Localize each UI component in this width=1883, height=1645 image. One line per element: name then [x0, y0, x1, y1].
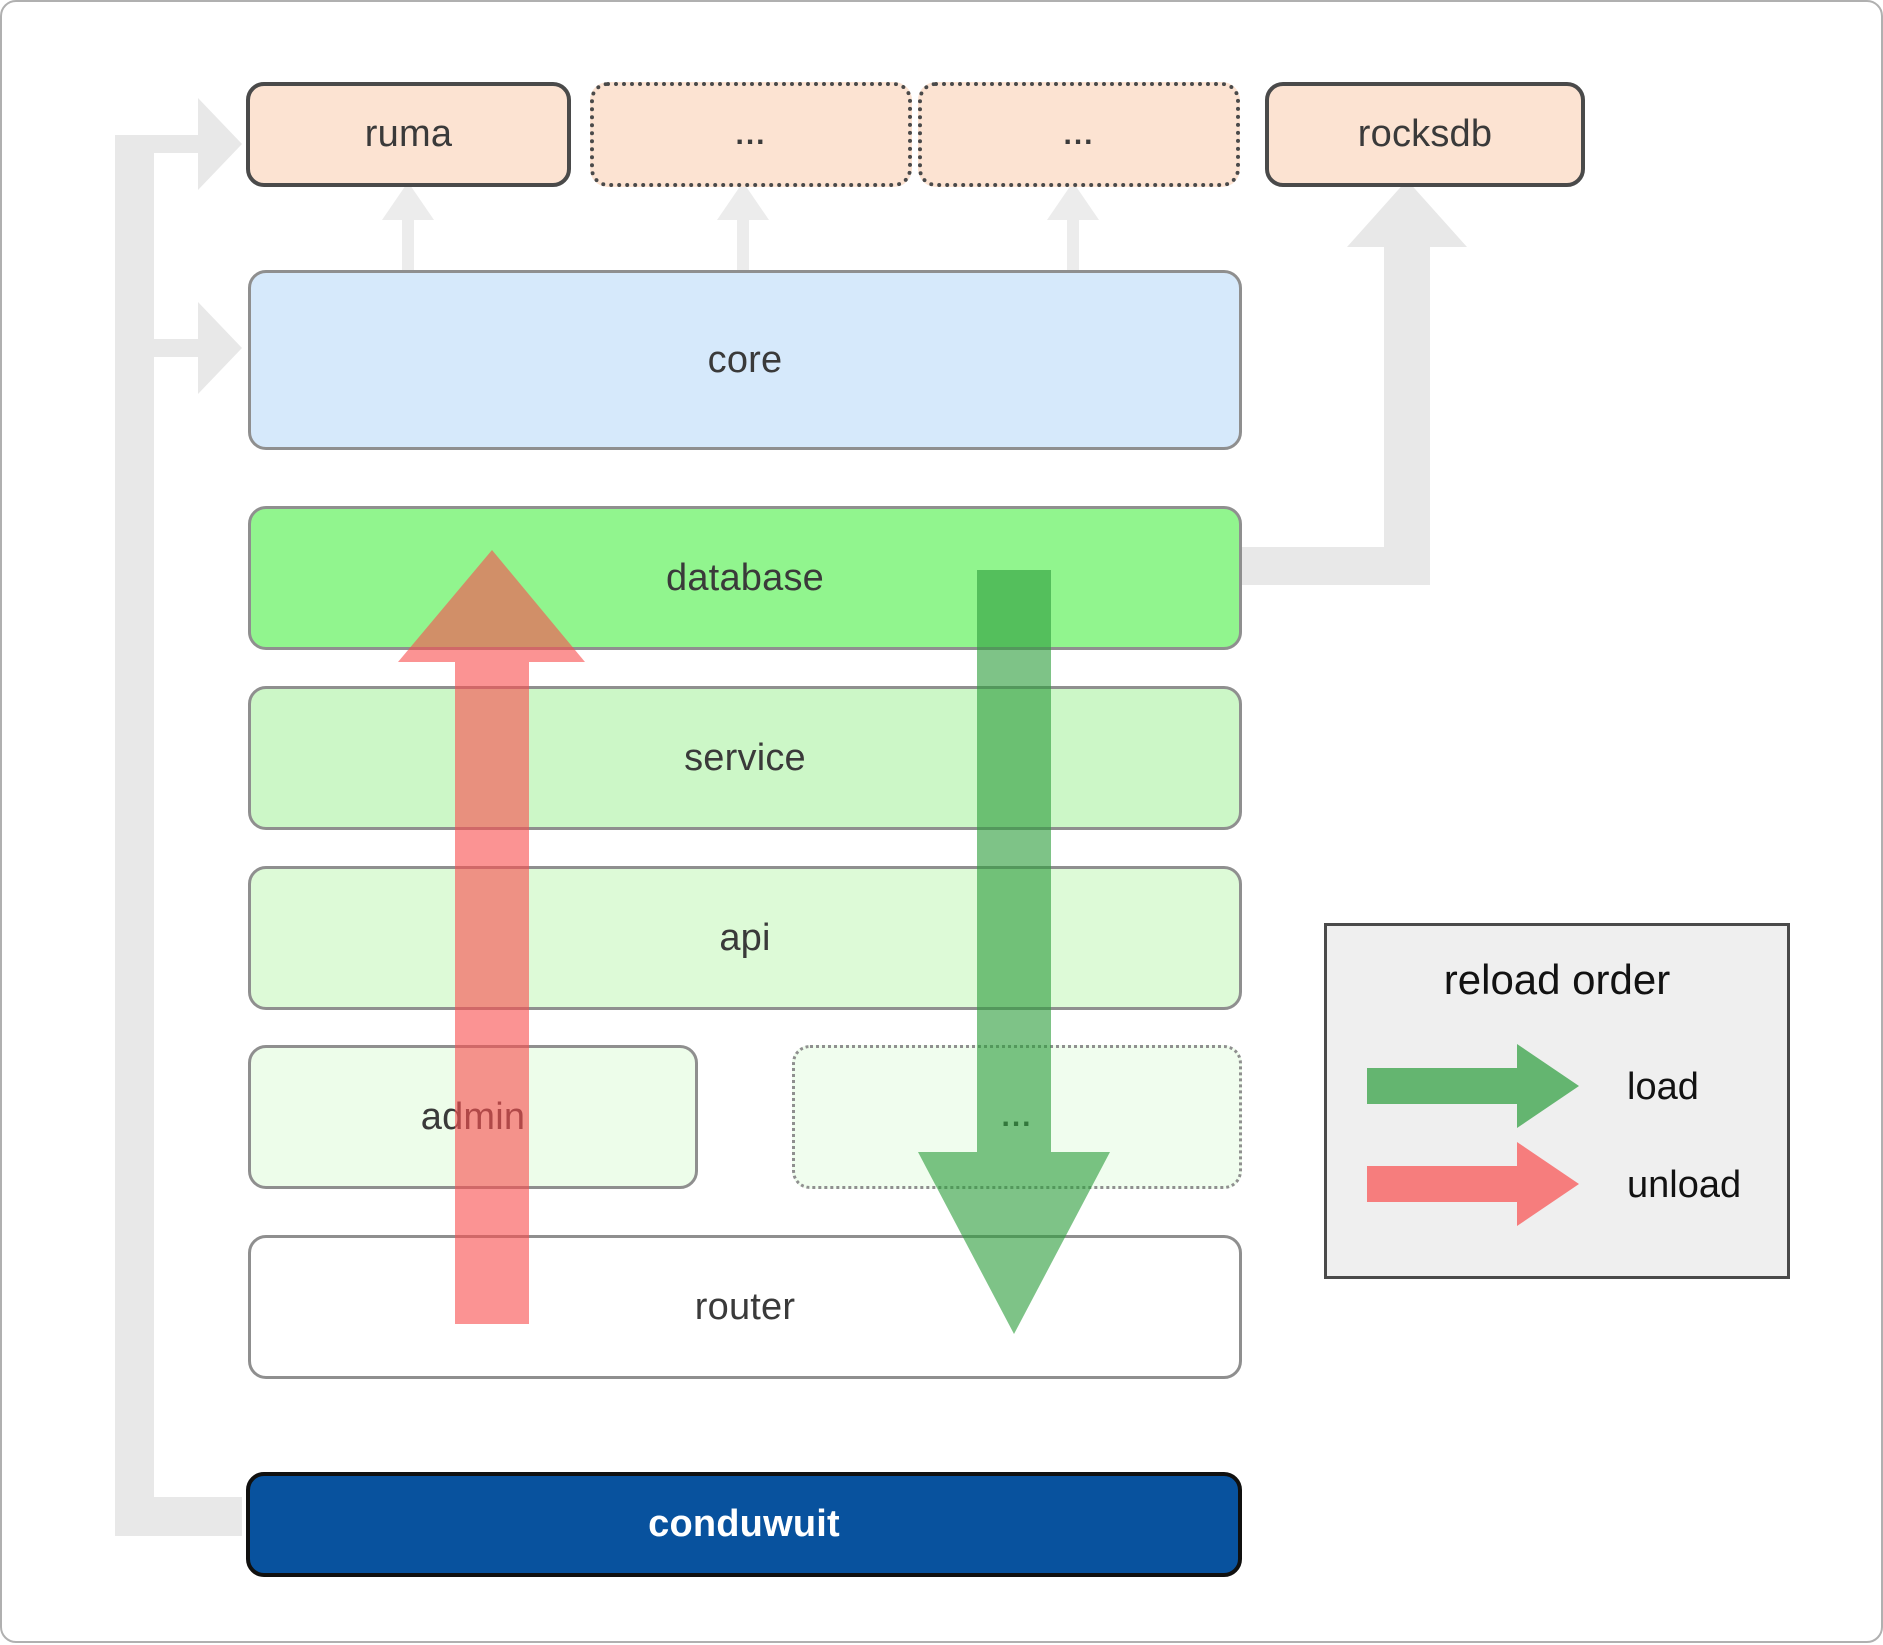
- unload-arrow-icon: [1367, 1142, 1579, 1226]
- crate-service-label: service: [684, 736, 806, 779]
- dependency-ruma[interactable]: ruma: [246, 82, 571, 187]
- legend-title: reload order: [1443, 956, 1671, 1003]
- legend-label-load: load: [1627, 1066, 1699, 1108]
- root-binary-conduwuit[interactable]: conduwuit: [246, 1472, 1242, 1577]
- crate-placeholder-label: ...: [1001, 1100, 1033, 1133]
- crate-api[interactable]: api: [248, 866, 1242, 1010]
- dependency-ruma-label: ruma: [364, 113, 453, 155]
- crate-core[interactable]: core: [248, 270, 1242, 450]
- dependency-rocksdb-label: rocksdb: [1357, 113, 1493, 155]
- crate-service[interactable]: service: [248, 686, 1242, 830]
- crate-admin[interactable]: admin: [248, 1045, 698, 1189]
- dependency-placeholder-2-label: ...: [1063, 117, 1095, 151]
- crate-placeholder[interactable]: ...: [792, 1045, 1242, 1189]
- legend-label-unload: unload: [1627, 1164, 1742, 1206]
- dependency-placeholder-1-label: ...: [735, 117, 767, 151]
- crate-api-label: api: [719, 916, 771, 959]
- root-dependency-connector: [115, 98, 242, 1536]
- crate-router[interactable]: router: [248, 1235, 1242, 1379]
- database-rocksdb-connector: [1242, 180, 1467, 585]
- dependency-placeholder-1[interactable]: ...: [590, 82, 912, 187]
- root-binary-label: conduwuit: [648, 1503, 840, 1545]
- dependency-placeholder-2[interactable]: ...: [918, 82, 1240, 187]
- crate-database[interactable]: database: [248, 506, 1242, 650]
- legend-arrow-icons: [1367, 1044, 1579, 1226]
- load-arrow-icon: [1367, 1044, 1579, 1128]
- crate-router-label: router: [694, 1285, 796, 1328]
- legend-panel: reload order load unload: [1324, 923, 1790, 1279]
- crate-admin-label: admin: [420, 1095, 526, 1138]
- crate-database-label: database: [666, 556, 824, 599]
- core-dependency-arrows: [382, 182, 1099, 270]
- crate-core-label: core: [707, 338, 783, 381]
- dependency-rocksdb[interactable]: rocksdb: [1265, 82, 1585, 187]
